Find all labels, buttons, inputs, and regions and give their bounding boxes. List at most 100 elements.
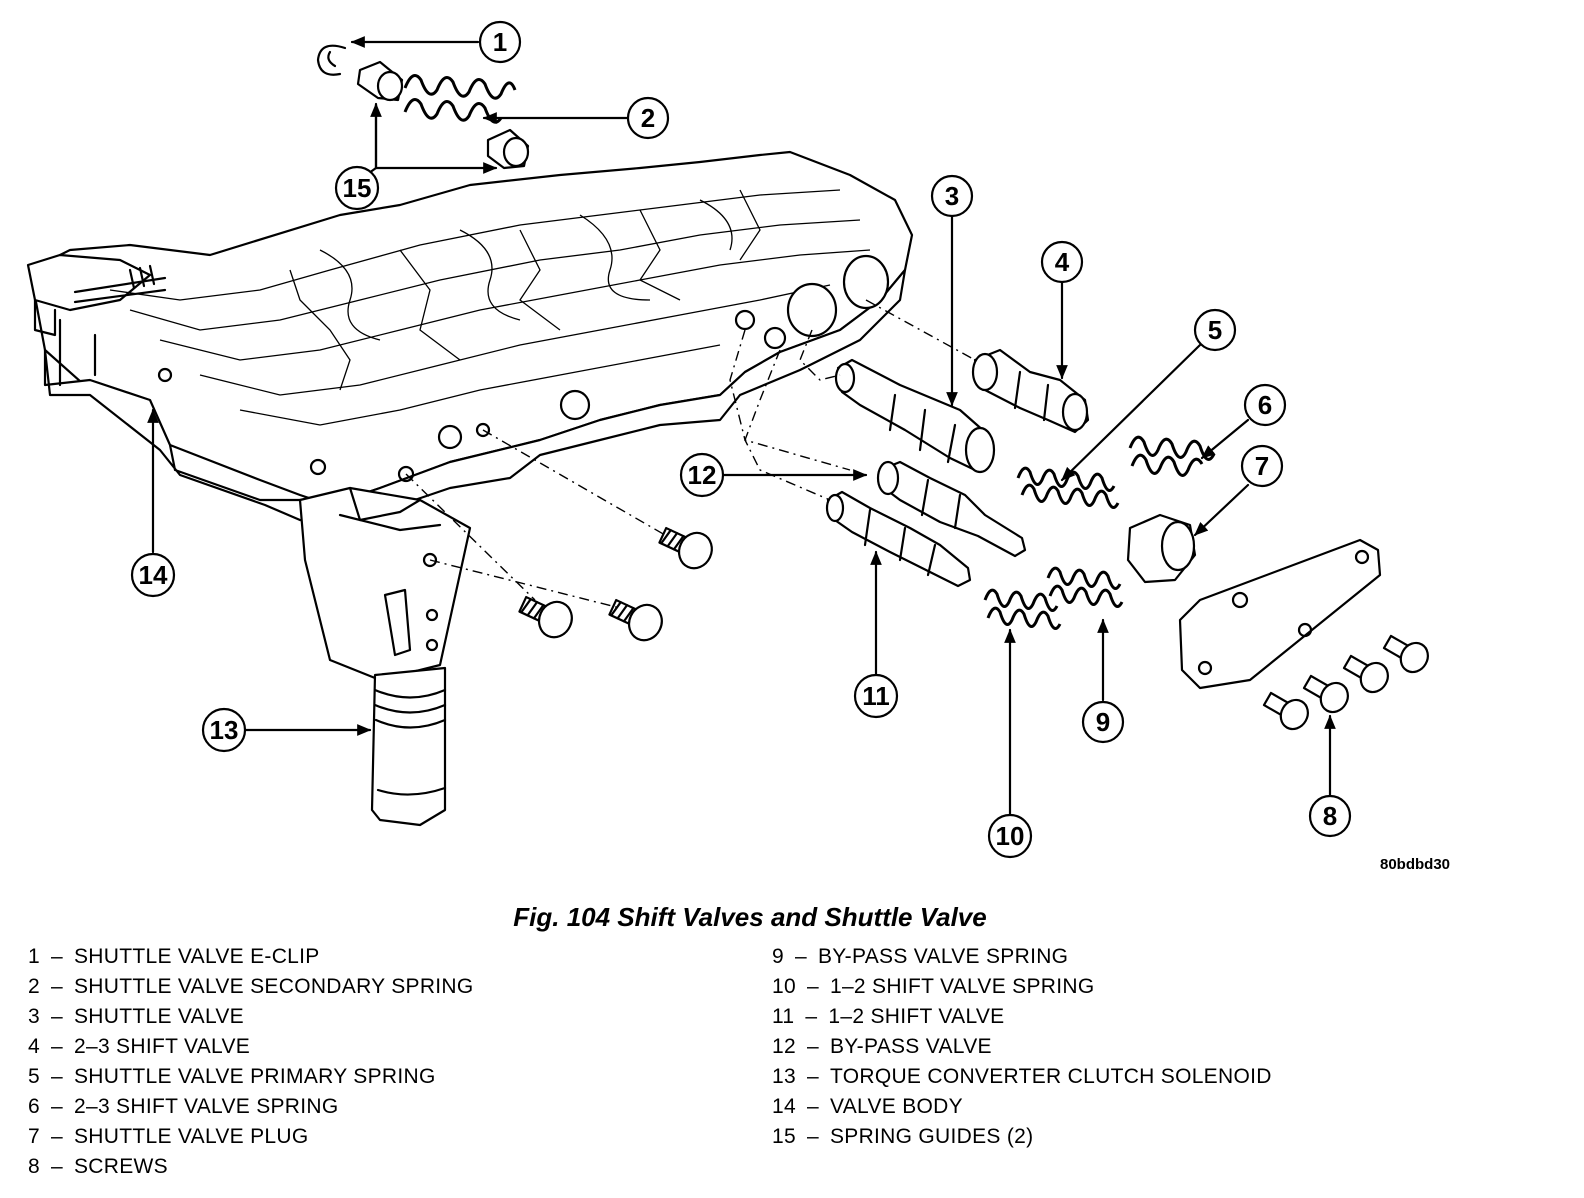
- legend-label: VALVE BODY: [829, 1095, 963, 1118]
- by-pass-valve: [876, 460, 1027, 558]
- legend-label: SHUTTLE VALVE PLUG: [73, 1125, 309, 1148]
- legend-label: SPRING GUIDES (2): [829, 1125, 1034, 1148]
- callout-2: 2: [626, 96, 670, 140]
- legend-separator: –: [794, 945, 807, 968]
- legend-label: SHUTTLE VALVE SECONDARY SPRING: [73, 975, 474, 998]
- legend-number: 14: [772, 1095, 796, 1118]
- legend-item: 8–SCREWS: [28, 1152, 474, 1182]
- shuttle-plug: [1126, 513, 1197, 584]
- legend-separator: –: [50, 1095, 63, 1118]
- legend-label: TORQUE CONVERTER CLUTCH SOLENOID: [829, 1065, 1272, 1088]
- legend-number: 11: [772, 1005, 795, 1028]
- legend-item: 10–1–2 SHIFT VALVE SPRING: [772, 972, 1272, 1002]
- legend-item: 7–SHUTTLE VALVE PLUG: [28, 1122, 474, 1152]
- legend-separator: –: [806, 975, 819, 998]
- legend-item: 15–SPRING GUIDES (2): [772, 1122, 1272, 1152]
- legend-label: 2–3 SHIFT VALVE SPRING: [73, 1095, 339, 1118]
- svg-text:12: 12: [688, 460, 717, 490]
- svg-text:13: 13: [210, 715, 239, 745]
- legend-number: 7: [28, 1125, 40, 1148]
- callout-13: 13: [201, 707, 247, 753]
- valve-body: [26, 150, 914, 527]
- callout-14: 14: [130, 552, 176, 598]
- legend-separator: –: [50, 1065, 63, 1088]
- svg-text:6: 6: [1258, 390, 1272, 420]
- primary-spring: [1016, 466, 1120, 509]
- legend-label: 1–2 SHIFT VALVE: [828, 1005, 1005, 1028]
- assembly-lines: [729, 299, 976, 501]
- figure-caption: Fig. 104 Shift Valves and Shuttle Valve: [513, 902, 987, 932]
- legend-item: 2–SHUTTLE VALVE SECONDARY SPRING: [28, 972, 474, 1002]
- leader-lines: [147, 36, 1336, 817]
- svg-text:8: 8: [1323, 801, 1337, 831]
- callout-9: 9: [1081, 700, 1125, 744]
- callout-10: 10: [987, 813, 1033, 859]
- svg-text:3: 3: [945, 181, 959, 211]
- legend-number: 13: [772, 1065, 796, 1088]
- callout-1: 1: [478, 20, 522, 64]
- tcc-solenoid: [298, 486, 472, 827]
- legend-number: 5: [28, 1065, 40, 1088]
- svg-text:1: 1: [493, 27, 507, 57]
- legend-item: 3–SHUTTLE VALVE: [28, 1002, 474, 1032]
- callout-7: 7: [1240, 444, 1284, 488]
- e-clip: [316, 44, 347, 76]
- legend-item: 1–SHUTTLE VALVE E-CLIP: [28, 942, 474, 972]
- svg-text:15: 15: [343, 173, 372, 203]
- svg-text:5: 5: [1208, 315, 1222, 345]
- legend-separator: –: [806, 1035, 819, 1058]
- legend-number: 9: [772, 945, 784, 968]
- legend-number: 6: [28, 1095, 40, 1118]
- two-three-spring: [1128, 435, 1216, 477]
- legend-separator: –: [806, 1065, 819, 1088]
- legend-separator: –: [50, 945, 63, 968]
- legend-item: 4–2–3 SHIFT VALVE: [28, 1032, 474, 1062]
- cover-plate: [1178, 538, 1382, 690]
- legend-label: BY-PASS VALVE: [829, 1035, 992, 1058]
- callout-12: 12: [679, 452, 725, 498]
- svg-text:7: 7: [1255, 451, 1269, 481]
- spring-guide-upper: [356, 60, 404, 102]
- svg-text:10: 10: [996, 821, 1025, 851]
- legend-number: 8: [28, 1155, 40, 1178]
- cover-screws: [1262, 634, 1429, 731]
- svg-text:11: 11: [862, 681, 890, 711]
- svg-text:14: 14: [139, 560, 168, 590]
- secondary-spring: [403, 74, 517, 124]
- legend-item: 5–SHUTTLE VALVE PRIMARY SPRING: [28, 1062, 474, 1092]
- legend-item: 14–VALVE BODY: [772, 1092, 1272, 1122]
- legend-separator: –: [50, 1155, 63, 1178]
- legend-separator: –: [806, 1095, 819, 1118]
- legend-number: 12: [772, 1035, 796, 1058]
- legend-separator: –: [50, 975, 63, 998]
- legend-item: 9–BY-PASS VALVE SPRING: [772, 942, 1272, 972]
- image-code: 80bdbd30: [1380, 856, 1451, 873]
- svg-text:4: 4: [1055, 247, 1070, 277]
- legend-label: 2–3 SHIFT VALVE: [73, 1035, 251, 1058]
- legend-item: 12–BY-PASS VALVE: [772, 1032, 1272, 1062]
- legend-item: 6–2–3 SHIFT VALVE SPRING: [28, 1092, 474, 1122]
- legend-number: 2: [28, 975, 40, 998]
- legend-number: 1: [28, 945, 40, 968]
- legend-separator: –: [805, 1005, 818, 1028]
- legend-separator: –: [50, 1005, 63, 1028]
- legend-label: SHUTTLE VALVE: [73, 1005, 244, 1028]
- body-screws: [405, 429, 713, 642]
- legend-label: BY-PASS VALVE SPRING: [817, 945, 1069, 968]
- callout-3: 3: [930, 174, 974, 218]
- callout-4: 4: [1040, 240, 1084, 284]
- callout-8: 8: [1308, 794, 1352, 838]
- legend-label: 1–2 SHIFT VALVE SPRING: [829, 975, 1095, 998]
- legend-number: 3: [28, 1005, 40, 1028]
- spring-guide-lower: [486, 128, 530, 170]
- legend-number: 10: [772, 975, 796, 998]
- one-two-shift-valve: [825, 490, 972, 588]
- legend-separator: –: [806, 1125, 819, 1148]
- legend-number: 4: [28, 1035, 40, 1058]
- legend-label: SCREWS: [73, 1155, 168, 1178]
- legend-separator: –: [50, 1125, 63, 1148]
- shuttle-valve: [834, 358, 996, 474]
- svg-text:9: 9: [1096, 707, 1110, 737]
- legend-label: SHUTTLE VALVE E-CLIP: [73, 945, 320, 968]
